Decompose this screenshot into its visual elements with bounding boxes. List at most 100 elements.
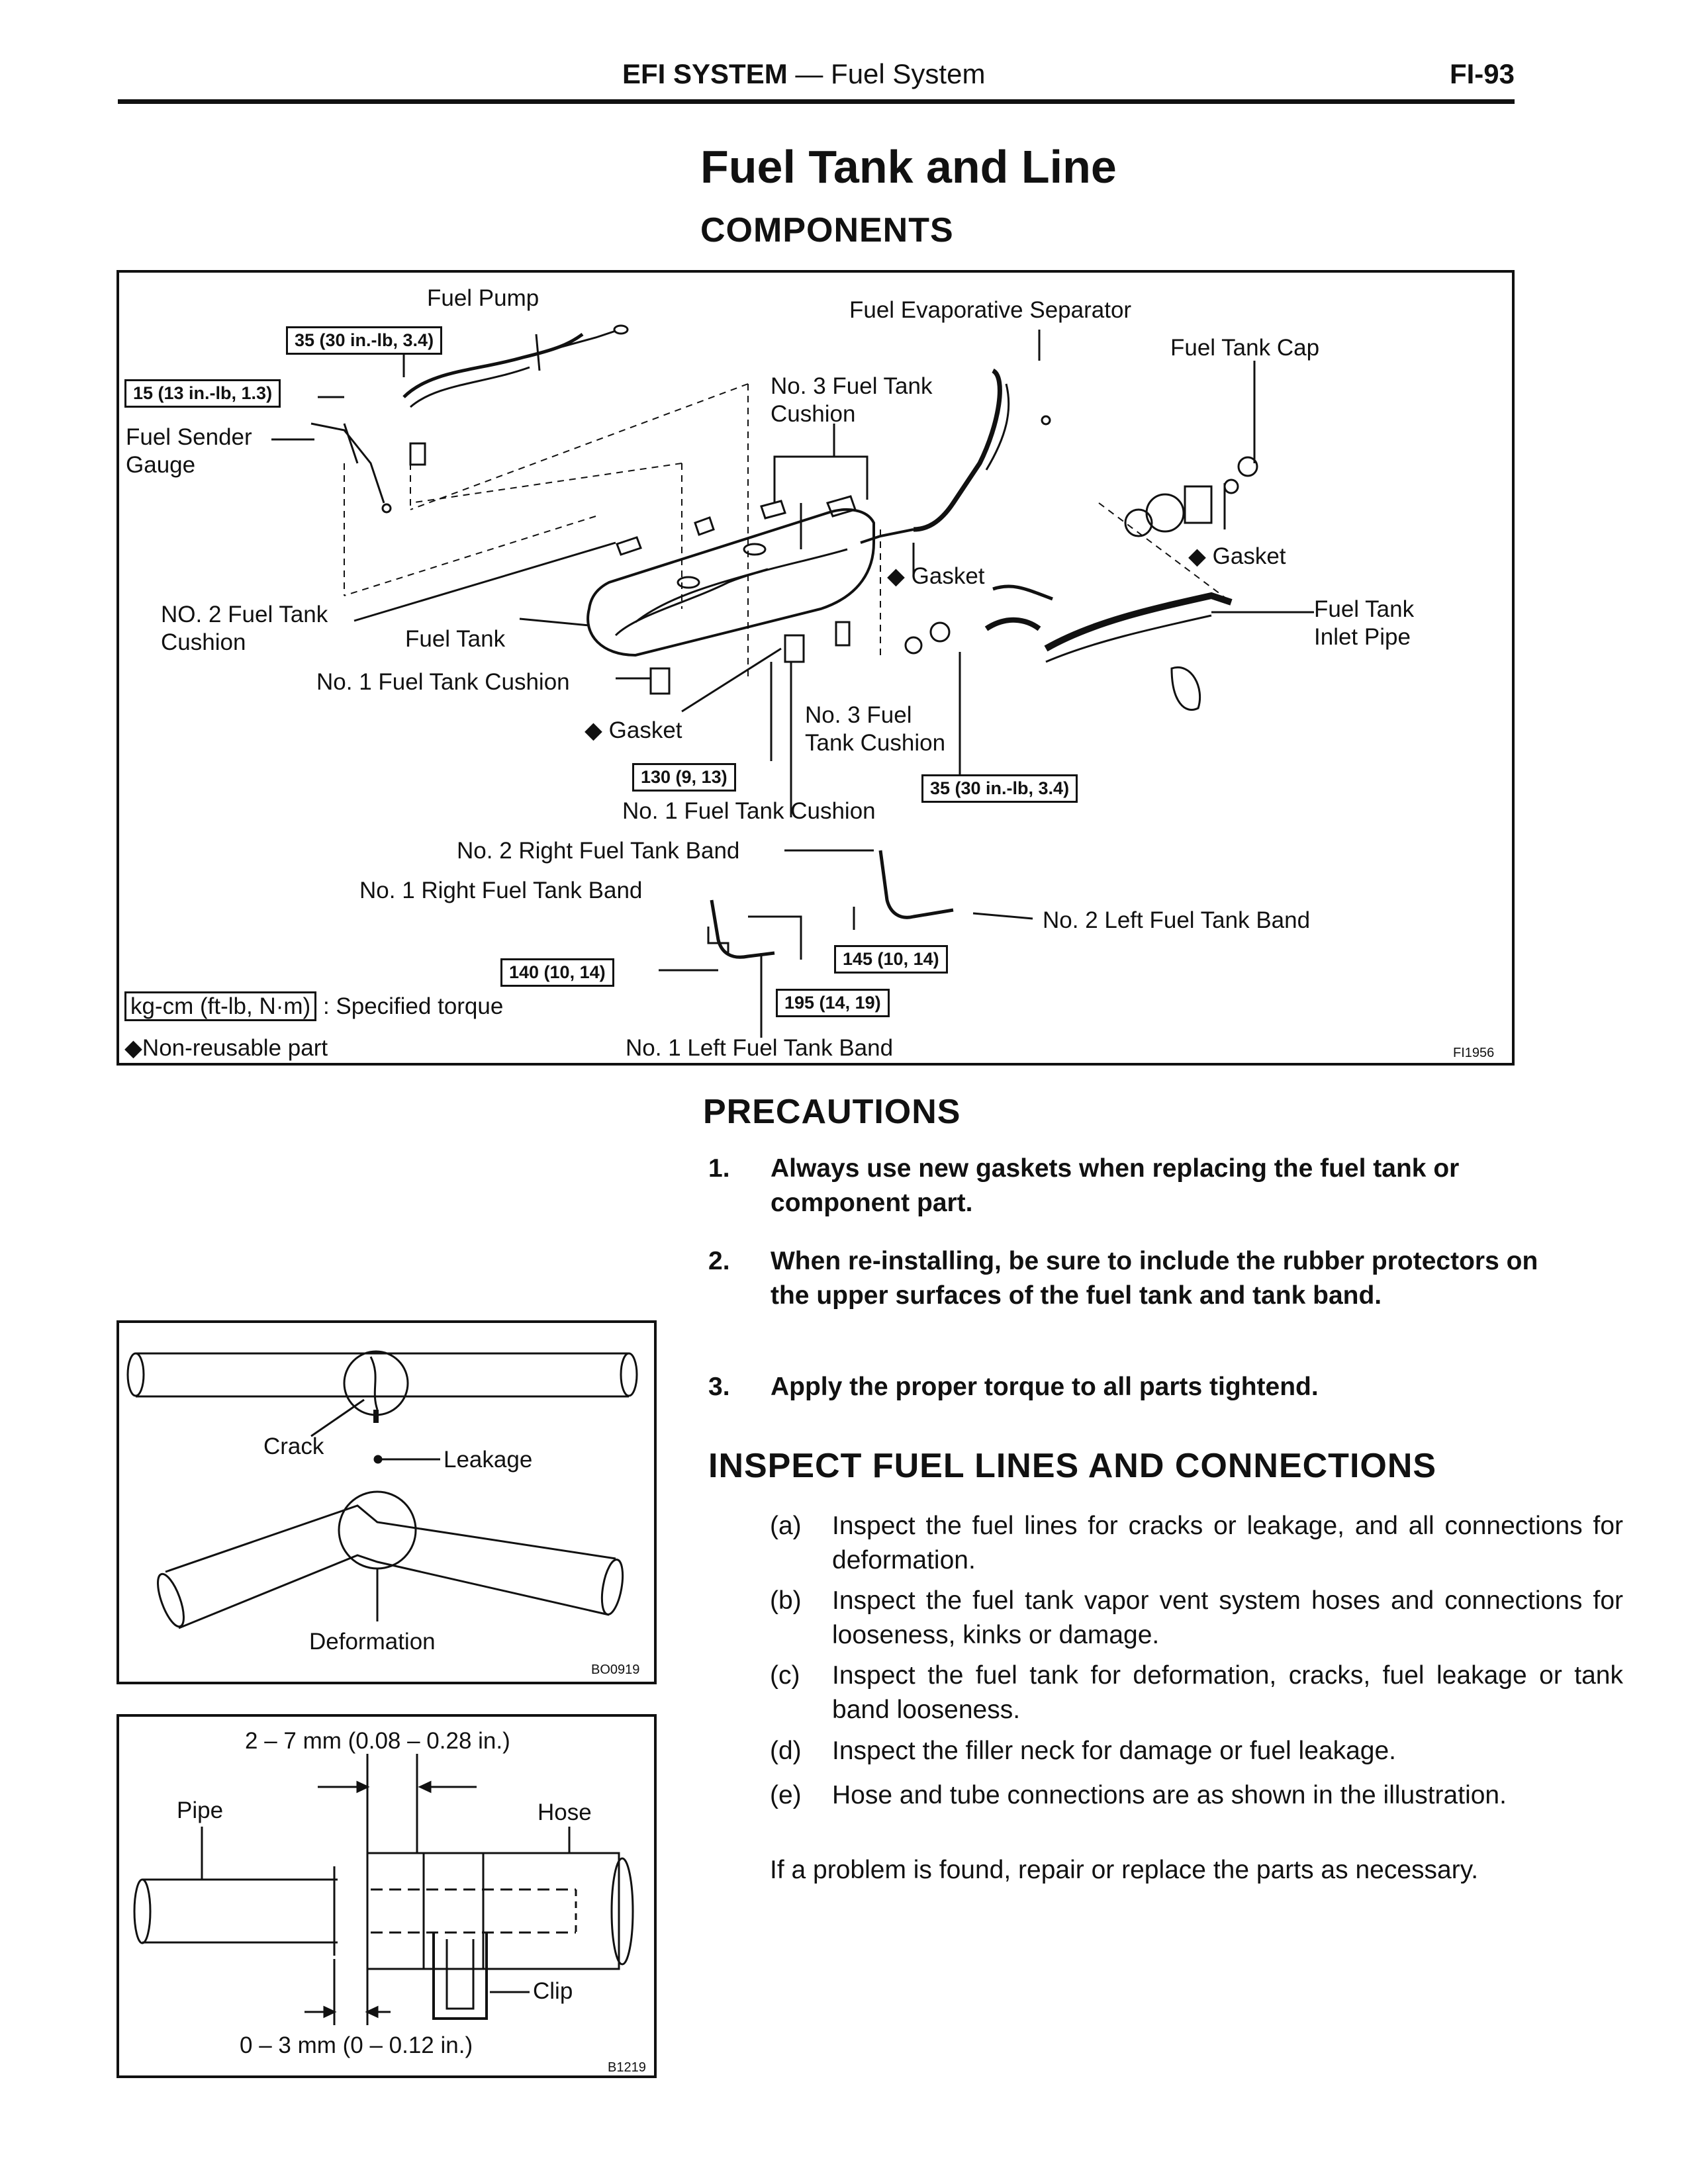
inspect-item: (e) Hose and tube connections are as show…: [770, 1778, 1624, 1847]
label-fuel-sender-gauge-line2: Gauge: [126, 452, 196, 478]
legend-unit-box: kg-cm (ft-lb, N·m): [124, 991, 317, 1021]
label-no1-left-band: No. 1 Left Fuel Tank Band: [626, 1035, 894, 1061]
label-gasket-right-text: Gasket: [1212, 543, 1286, 569]
inspect-item-letter: (c): [770, 1661, 800, 1690]
page-number: FI-93: [1449, 58, 1515, 89]
label-crack: Crack: [263, 1433, 324, 1459]
label-fuel-pump: Fuel Pump: [427, 285, 539, 311]
label-no2-left-band: No. 2 Left Fuel Tank Band: [1043, 907, 1311, 933]
inspect-item-letter: (d): [770, 1737, 802, 1765]
inlet-pipe-drawing: [1046, 596, 1314, 710]
inspect-item-text: Hose and tube connections are as shown i…: [832, 1781, 1507, 1809]
tank-cushions-bottom: [651, 622, 849, 694]
precaution-item: 3.Apply the proper torque to all parts t…: [708, 1370, 1562, 1410]
inspect-item: (c) Inspect the fuel tank for deformation…: [770, 1659, 1624, 1727]
torque-box-195: 195 (14, 19): [776, 989, 890, 1017]
label-deformation: Deformation: [309, 1629, 436, 1655]
label-leakage: Leakage: [444, 1447, 533, 1473]
components-illustration: [0, 0, 1688, 1072]
torque-box-140: 140 (10, 14): [500, 958, 614, 987]
figure-hose-clip: [117, 1714, 657, 2078]
fuel-sender-gauge-drawing: [311, 424, 391, 512]
figure-id-clip: B1219: [608, 2060, 646, 2075]
inspect-item-text: Inspect the fuel tank vapor vent system …: [832, 1586, 1623, 1649]
legend-specified-torque: kg-cm (ft-lb, N·m) : Specified torque: [124, 991, 504, 1021]
precaution-number: 2.: [708, 1247, 730, 1275]
precaution-number: 3.: [708, 1373, 730, 1401]
torque-box-15: 15 (13 in.-lb, 1.3): [124, 379, 281, 408]
label-clip: Clip: [533, 1978, 573, 2004]
legend-non-reusable: ◆Non-reusable part: [124, 1034, 328, 1062]
precaution-item: 1.Always use new gaskets when replacing …: [708, 1152, 1562, 1224]
running-header: EFI SYSTEM — Fuel System: [622, 58, 985, 90]
fuel-pump-drawing: [404, 326, 628, 465]
label-inlet-pipe-line2: Inlet Pipe: [1314, 624, 1411, 650]
inspect-item: (b) Inspect the fuel tank vapor vent syst…: [770, 1584, 1624, 1653]
filler-cap-drawing: [1125, 361, 1257, 536]
figure-id-components: FI1956: [1453, 1046, 1495, 1060]
label-no3-cushion-bottom-line1: No. 3 Fuel: [805, 702, 912, 728]
precautions-heading: PRECAUTIONS: [703, 1093, 961, 1131]
figure-id-crack: BO0919: [591, 1662, 640, 1677]
inspect-item: (a)Inspect the fuel lines for cracks or …: [770, 1509, 1624, 1578]
section-subtitle: — Fuel System: [787, 58, 986, 89]
evaporative-separator-drawing: [861, 371, 1050, 543]
diamond-icon: ◆: [887, 563, 905, 589]
figure-crack-leakage: [117, 1320, 657, 1684]
label-no1-cushion-left: No. 1 Fuel Tank Cushion: [316, 669, 570, 695]
no2-cushion-leader: [354, 543, 616, 621]
crack-deformation-illustration: [0, 0, 662, 1694]
precaution-item: 2. When re-installing, be sure to include…: [708, 1244, 1562, 1350]
components-heading: COMPONENTS: [700, 211, 954, 250]
label-pipe: Pipe: [177, 1797, 224, 1823]
torque-box-145: 145 (10, 14): [834, 945, 948, 974]
fuel-tank-drawing: [588, 510, 874, 655]
precaution-text: Always use new gaskets when replacing th…: [771, 1154, 1460, 1217]
label-fuel-tank: Fuel Tank: [405, 626, 506, 652]
torque-box-130: 130 (9, 13): [632, 763, 736, 792]
label-gasket-mid-text: Gasket: [911, 563, 985, 589]
inspect-item: (d) Inspect the filler neck for damage or…: [770, 1734, 1624, 1768]
filler-hose-drawing: [906, 586, 1053, 653]
assembly-guide-lines: [344, 384, 1231, 682]
precaution-text: When re-installing, be sure to include t…: [771, 1247, 1538, 1310]
label-no2-cushion-line2: Cushion: [161, 629, 246, 655]
inspect-item-text: Inspect the filler neck for damage or fu…: [832, 1737, 1396, 1765]
label-fuel-evaporative-separator: Fuel Evaporative Separator: [849, 297, 1132, 323]
label-hose: Hose: [538, 1799, 592, 1825]
label-inlet-pipe-line1: Fuel Tank: [1314, 596, 1415, 622]
label-no2-right-band: No. 2 Right Fuel Tank Band: [457, 838, 740, 864]
label-no1-right-band: No. 1 Right Fuel Tank Band: [359, 878, 643, 903]
label-no3-cushion-top-line1: No. 3 Fuel Tank: [771, 373, 933, 399]
hose-clip-illustration: [0, 0, 662, 2085]
label-gasket-right: ◆ Gasket: [1188, 543, 1286, 570]
inspect-item-letter: (e): [770, 1781, 802, 1809]
inspect-closing: If a problem is found, repair or replace…: [770, 1856, 1479, 1884]
legend-non-reusable-text: Non-reusable part: [142, 1035, 328, 1061]
page-title: Fuel Tank and Line: [700, 141, 1117, 193]
component-leader-lines: [271, 330, 1039, 817]
label-gasket-mid: ◆ Gasket: [887, 563, 985, 590]
diamond-icon: ◆: [124, 1035, 142, 1061]
inspect-heading: INSPECT FUEL LINES AND CONNECTIONS: [708, 1447, 1437, 1485]
label-fuel-sender-gauge-line1: Fuel Sender: [126, 424, 252, 450]
inspect-item-letter: (b): [770, 1586, 802, 1615]
label-no2-cushion-line1: NO. 2 Fuel Tank: [161, 602, 328, 627]
section-title: EFI SYSTEM: [622, 58, 788, 89]
header-rule: [118, 99, 1515, 104]
label-no3-cushion-bottom-line2: Tank Cushion: [805, 730, 946, 756]
inspect-item-letter: (a): [770, 1512, 802, 1540]
inspect-item-text: Inspect the fuel tank for deformation, c…: [832, 1661, 1623, 1724]
label-fuel-tank-cap: Fuel Tank Cap: [1170, 335, 1320, 361]
label-dimension-top: 2 – 7 mm (0.08 – 0.28 in.): [245, 1728, 510, 1754]
legend-unit-desc: : Specified torque: [322, 993, 504, 1019]
tank-bands-drawing: [659, 850, 1033, 1038]
label-no3-cushion-top-line2: Cushion: [771, 401, 856, 427]
diamond-icon: ◆: [1188, 543, 1206, 569]
label-no1-cushion-bottom: No. 1 Fuel Tank Cushion: [622, 798, 876, 824]
label-gasket-left-text: Gasket: [608, 717, 682, 743]
